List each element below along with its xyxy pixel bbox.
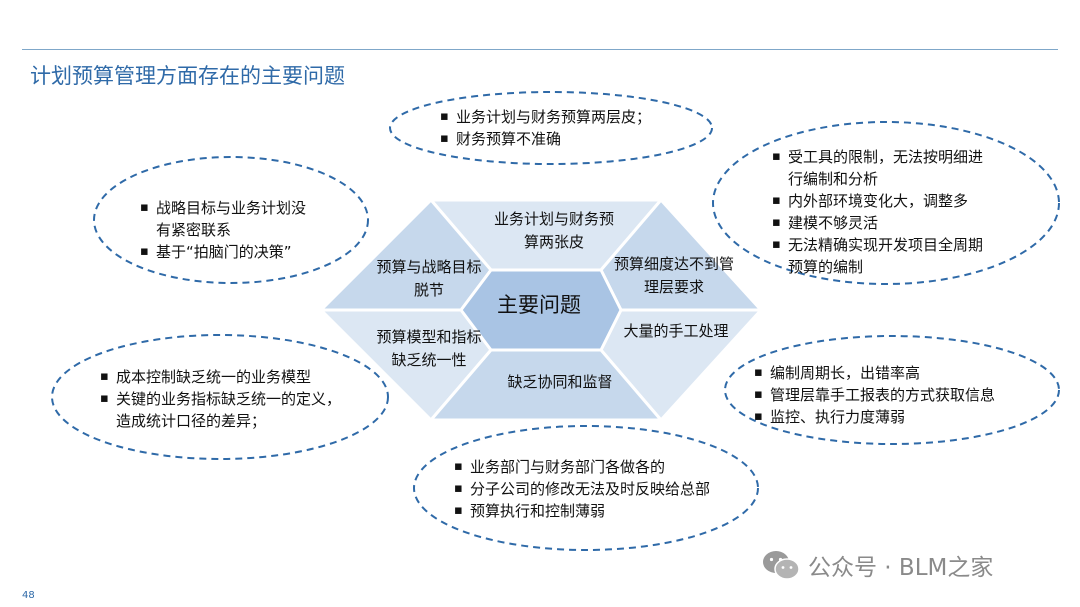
callout-top: 业务计划与财务预算两层皮； 财务预算不准确	[440, 106, 651, 150]
callout-right-upper-outline	[712, 121, 1060, 285]
segment-lower-left-label: 预算模型和指标缺乏统一性	[376, 328, 482, 369]
center-hexagon-shape	[459, 268, 623, 352]
callout-item: 内外部环境变化大，调整多	[772, 190, 983, 212]
callout-bottom-outline	[413, 425, 759, 551]
callout-item: 受工具的限制，无法按明细进 行编制和分析	[772, 146, 983, 190]
center-label: 主要问题	[497, 293, 581, 317]
watermark: 公众号 · BLM之家	[762, 548, 993, 582]
callout-bottom: 业务部门与财务部门各做各的 分子公司的修改无法及时反映给总部 预算执行和控制薄弱	[454, 456, 710, 522]
callout-item: 预算执行和控制薄弱	[454, 500, 710, 522]
wechat-icon	[763, 551, 800, 580]
callout-item: 无法精确实现开发项目全周期 预算的编制	[772, 234, 983, 278]
callout-item: 建模不够灵活	[772, 212, 983, 234]
callout-item: 财务预算不准确	[440, 128, 651, 150]
watermark-text: 公众号 · BLM之家	[808, 555, 994, 581]
callout-item: 管理层靠手工报表的方式获取信息	[754, 384, 995, 406]
callout-right-lower-outline	[724, 335, 1060, 445]
callout-left-upper: 战略目标与业务计划没 有紧密联系 基于“拍脑门的决策”	[140, 197, 306, 263]
segment-upper-right-label: 预算细度达不到管理层要求	[614, 255, 735, 296]
top-rule	[22, 49, 1058, 50]
callout-right-upper: 受工具的限制，无法按明细进 行编制和分析 内外部环境变化大，调整多 建模不够灵活…	[772, 146, 983, 278]
callout-item: 关键的业务指标缺乏统一的定义， 造成统计口径的差异；	[100, 388, 341, 432]
page-title: 计划预算管理方面存在的主要问题	[30, 64, 345, 88]
segment-lower-right-label: 大量的手工处理	[623, 322, 729, 340]
callout-item: 分子公司的修改无法及时反映给总部	[454, 478, 710, 500]
callout-item: 编制周期长，出错率高	[754, 362, 995, 384]
segment-bottom-label: 缺乏协同和监督	[507, 373, 613, 391]
callout-item: 基于“拍脑门的决策”	[140, 241, 306, 263]
page-number: 48	[22, 590, 35, 601]
callout-item: 战略目标与业务计划没 有紧密联系	[140, 197, 306, 241]
callout-left-upper-outline	[93, 156, 369, 284]
callout-item: 业务部门与财务部门各做各的	[454, 456, 710, 478]
callout-right-lower: 编制周期长，出错率高 管理层靠手工报表的方式获取信息 监控、执行力度薄弱	[754, 362, 995, 428]
callout-item: 成本控制缺乏统一的业务模型	[100, 366, 341, 388]
segment-top-label: 业务计划与财务预算两张皮	[493, 210, 614, 251]
callout-left-lower-outline	[51, 334, 389, 460]
callout-item: 业务计划与财务预算两层皮；	[440, 106, 651, 128]
callout-item: 监控、执行力度薄弱	[754, 406, 995, 428]
callout-left-lower: 成本控制缺乏统一的业务模型 关键的业务指标缺乏统一的定义， 造成统计口径的差异；	[100, 366, 341, 432]
segment-upper-left-label: 预算与战略目标脱节	[376, 258, 482, 299]
callout-top-outline	[389, 91, 713, 165]
